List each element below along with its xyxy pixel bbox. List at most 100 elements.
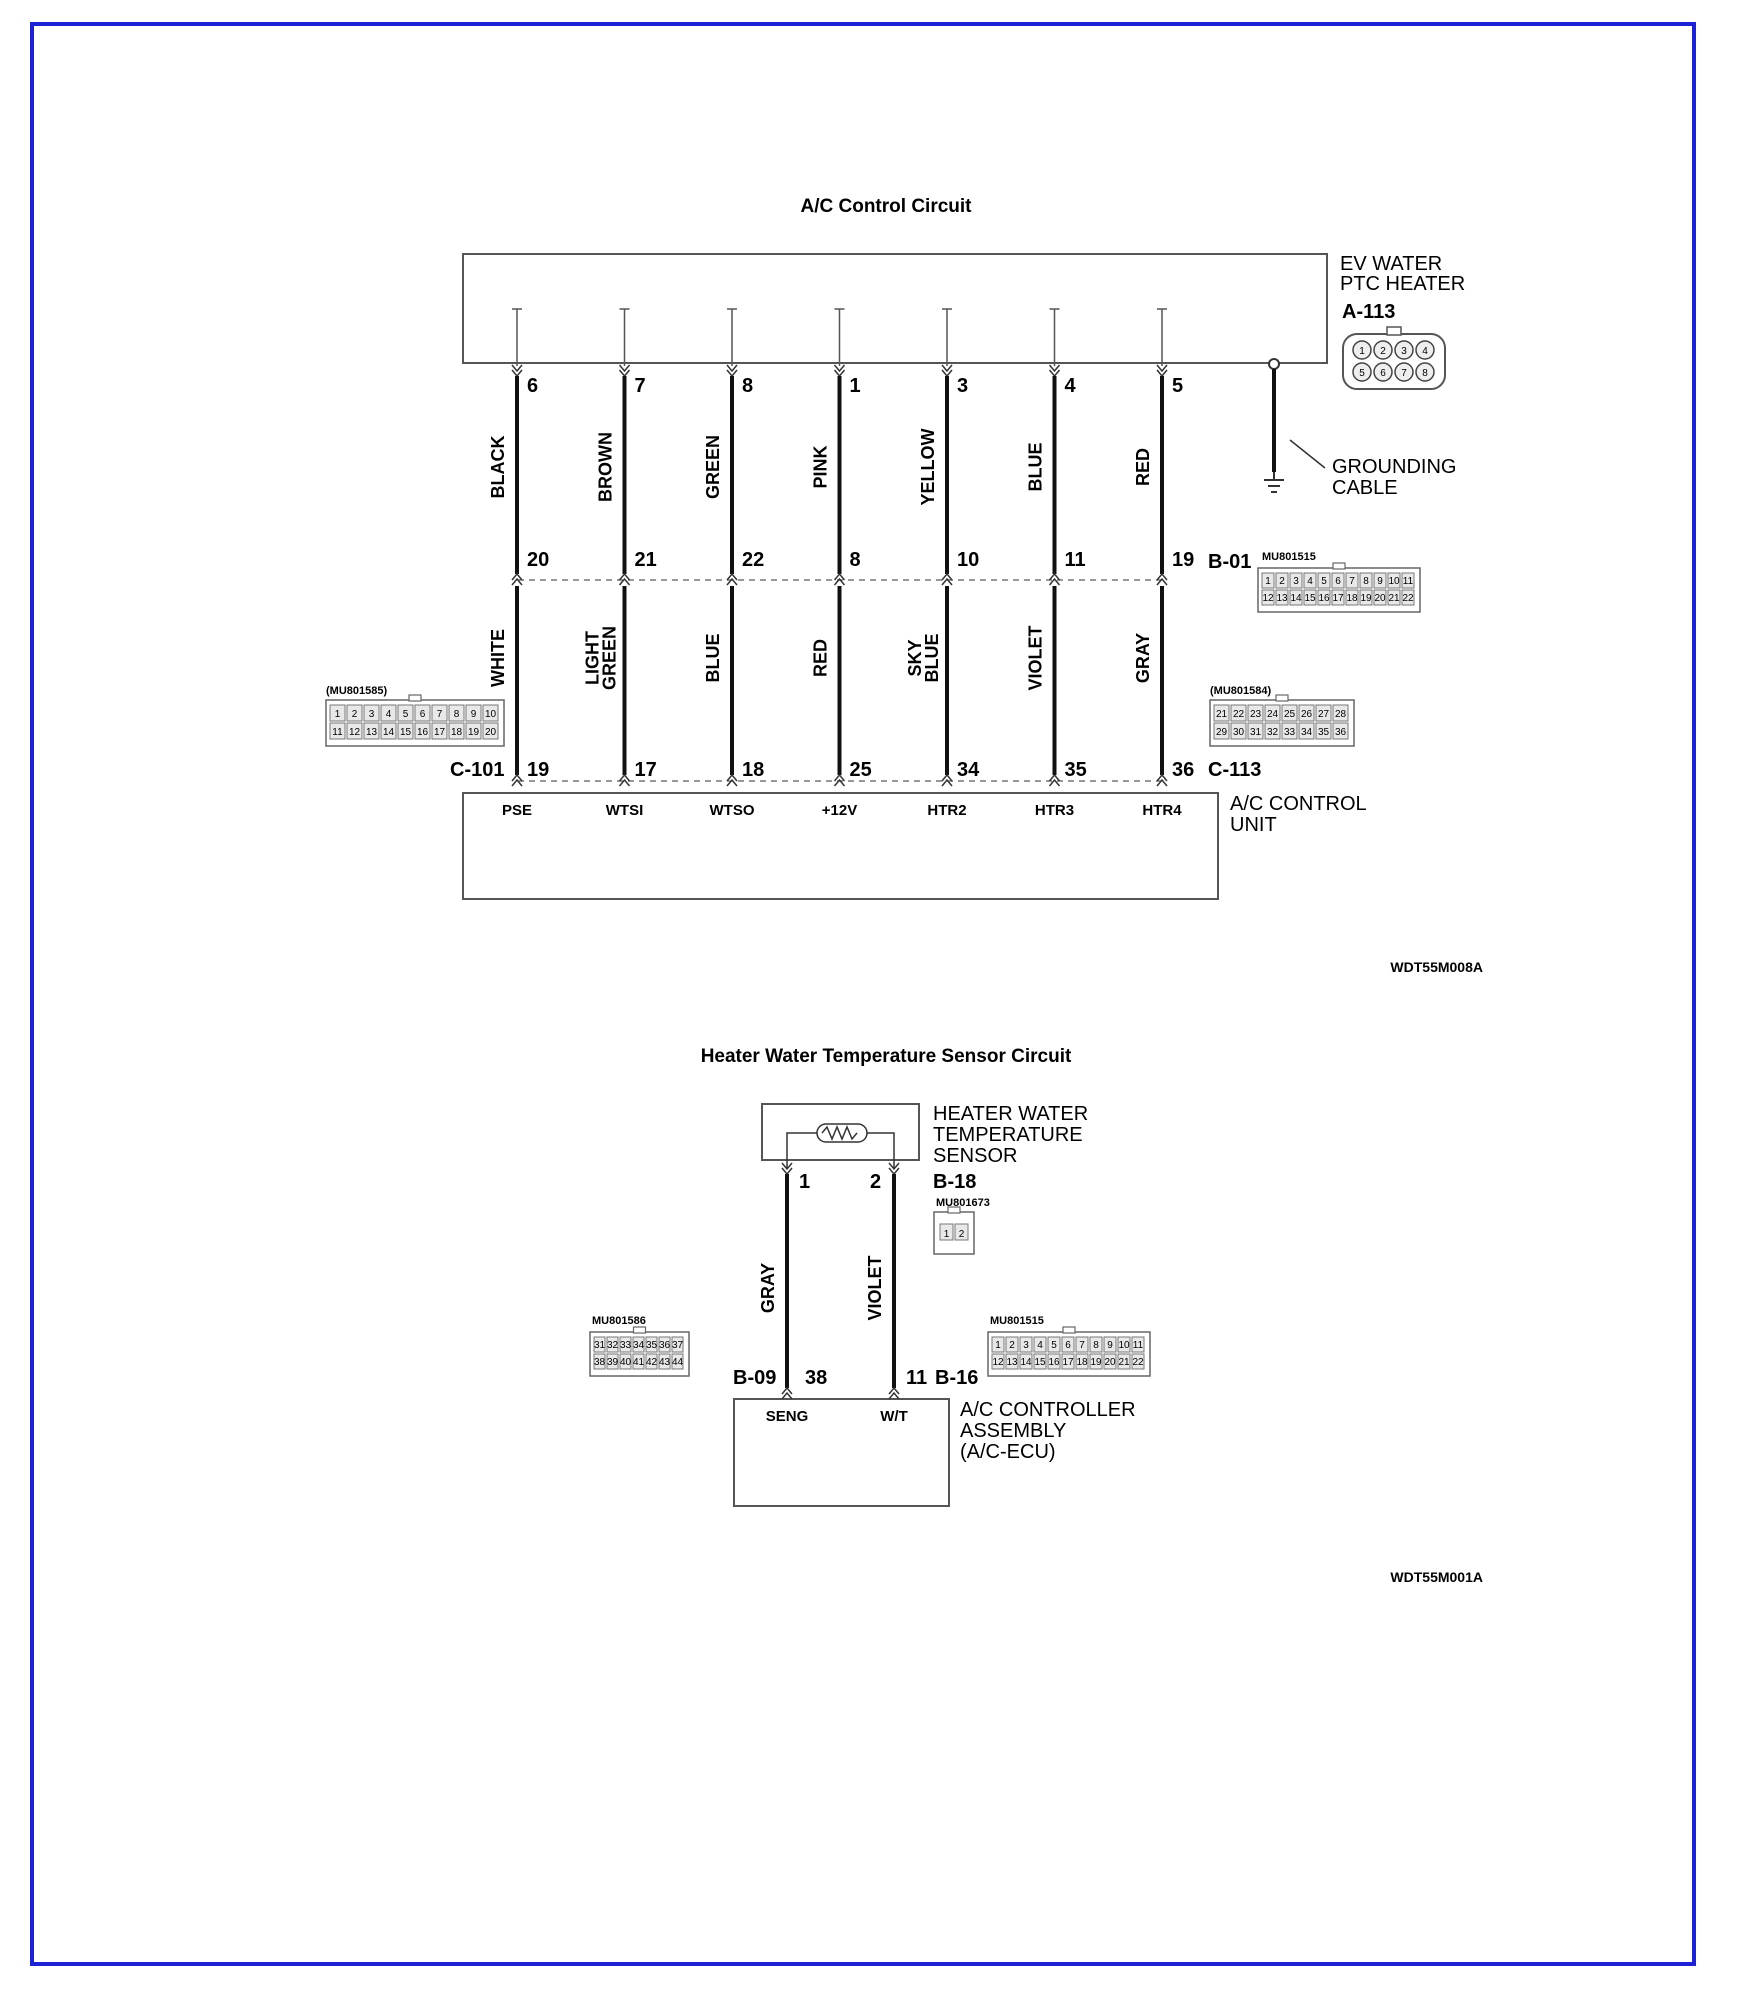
unit-terminal-name: HTR3 — [1035, 802, 1074, 819]
ground-icon — [1264, 472, 1284, 493]
wire-color-upper: PINK — [811, 445, 831, 488]
junction-cell — [1289, 572, 1303, 589]
wire-color-upper: GREEN — [703, 435, 723, 499]
c101-cell — [380, 722, 397, 740]
b09-cell — [606, 1353, 619, 1370]
controller-label-line1: A/C CONTROLLER — [960, 1399, 1136, 1421]
b16-cell — [1131, 1353, 1145, 1370]
b09-cell — [632, 1336, 645, 1353]
c101-cell — [482, 704, 499, 722]
junction-pin-number: 21 — [635, 549, 657, 571]
c101-pin-label: 13 — [366, 727, 378, 738]
c113-pin-label: 26 — [1301, 709, 1313, 720]
unit-terminal-name: WTSI — [606, 802, 644, 819]
unit-pin-number: 18 — [742, 759, 764, 781]
wire-color-upper: BROWN — [596, 432, 616, 502]
ac-control-unit-box — [462, 792, 1219, 900]
c101-pin-label: 20 — [485, 727, 497, 738]
heater-terminal-stub — [619, 308, 630, 366]
connector-chevron-icon — [726, 773, 738, 787]
b18-cell — [954, 1223, 969, 1241]
junction-pin-label: 14 — [1290, 593, 1302, 604]
c101-pin-label: 3 — [369, 709, 375, 720]
heater-pin-label: 2 — [1380, 346, 1386, 357]
connector-chevron-icon — [1156, 364, 1168, 378]
b16-cell — [1005, 1336, 1019, 1353]
b09-pin-label: 35 — [646, 1340, 658, 1351]
heater-pin-label: 7 — [1401, 368, 1407, 379]
junction-cell — [1289, 589, 1303, 606]
c113-pin-label: 21 — [1216, 709, 1228, 720]
b16-pin-label: 2 — [1009, 1340, 1015, 1351]
ac-wire-group: 62019BLACKWHITEPSE72117BROWNLIGHTGREENWT… — [488, 308, 1194, 819]
junction-pin-label: 5 — [1321, 576, 1327, 587]
b09-pin-label: 37 — [672, 1340, 684, 1351]
b16-cell — [1061, 1353, 1075, 1370]
junction-pin-number: 8 — [850, 549, 861, 571]
b09-latch — [632, 1326, 647, 1334]
unit-terminal-name: PSE — [502, 802, 532, 819]
right-connector-part-number: (MU801584) — [1210, 685, 1271, 697]
c101-pin-label: 11 — [332, 727, 343, 738]
unit-pin-number: 38 — [805, 1367, 827, 1389]
heater-pin-number: 7 — [635, 375, 646, 397]
connector-chevron-icon — [618, 773, 631, 787]
junction-cell — [1359, 589, 1373, 606]
unit-pin-number: 19 — [527, 759, 549, 781]
b16-pin-label: 7 — [1079, 1340, 1085, 1351]
junction-pin-label: 19 — [1360, 593, 1372, 604]
c101-cell — [363, 704, 380, 722]
b16-pin-label: 20 — [1104, 1357, 1116, 1368]
junction-cell — [1275, 589, 1289, 606]
b09-cell — [645, 1336, 658, 1353]
junction-connector-id: B-01 — [1208, 551, 1251, 573]
junction-pin-label: 4 — [1307, 576, 1313, 587]
b09-pin-label: 41 — [633, 1357, 645, 1368]
c101-cell — [448, 704, 465, 722]
b09-cell — [671, 1336, 684, 1353]
junction-pin-label: 21 — [1388, 593, 1400, 604]
sensor-label-line1: HEATER WATER — [933, 1103, 1088, 1125]
b16-pin-label: 19 — [1090, 1357, 1102, 1368]
b16-cell — [1089, 1353, 1103, 1370]
heater-pin — [1394, 362, 1414, 382]
c113-pin-label: 31 — [1250, 727, 1262, 738]
c101-cell — [465, 722, 482, 740]
unit-label-line1: A/C CONTROL — [1230, 793, 1367, 815]
b09-pin-label: 31 — [594, 1340, 606, 1351]
unit-terminal-name: HTR4 — [1142, 802, 1182, 819]
c113-cell — [1213, 722, 1230, 740]
b09-pin-label: 38 — [594, 1357, 606, 1368]
b09-cell — [658, 1336, 671, 1353]
c101-cell — [465, 704, 482, 722]
b16-pin-label: 5 — [1051, 1340, 1057, 1351]
heater-pin-number: 6 — [527, 375, 538, 397]
c101-pin-label: 16 — [417, 727, 429, 738]
c113-pin-label: 23 — [1250, 709, 1262, 720]
c113-pin-label: 24 — [1267, 709, 1279, 720]
unit-terminal-name: WTSO — [710, 802, 755, 819]
c101-pin-label: 17 — [434, 727, 446, 738]
wire-color-upper: YELLOW — [918, 428, 938, 505]
unit-terminal-name: +12V — [822, 802, 857, 819]
unit-label-line2: UNIT — [1230, 814, 1277, 836]
connector-chevron-icon — [941, 572, 953, 586]
connector-chevron-icon — [726, 364, 738, 378]
heater-terminal-stub — [512, 308, 522, 366]
c113-cell — [1281, 704, 1298, 722]
b09-pin-label: 33 — [620, 1340, 632, 1351]
junction-cell — [1331, 572, 1345, 589]
c101-pin-label: 5 — [403, 709, 409, 720]
c113-pin-label: 27 — [1318, 709, 1330, 720]
b16-pin-label: 14 — [1020, 1357, 1032, 1368]
b16-pin-label: 1 — [995, 1340, 1001, 1351]
b09-pin-label: 34 — [633, 1340, 645, 1351]
b18-cell — [939, 1223, 954, 1241]
c101-cell — [414, 722, 431, 740]
c101-cell — [431, 722, 448, 740]
connector-chevron-icon — [511, 572, 523, 586]
